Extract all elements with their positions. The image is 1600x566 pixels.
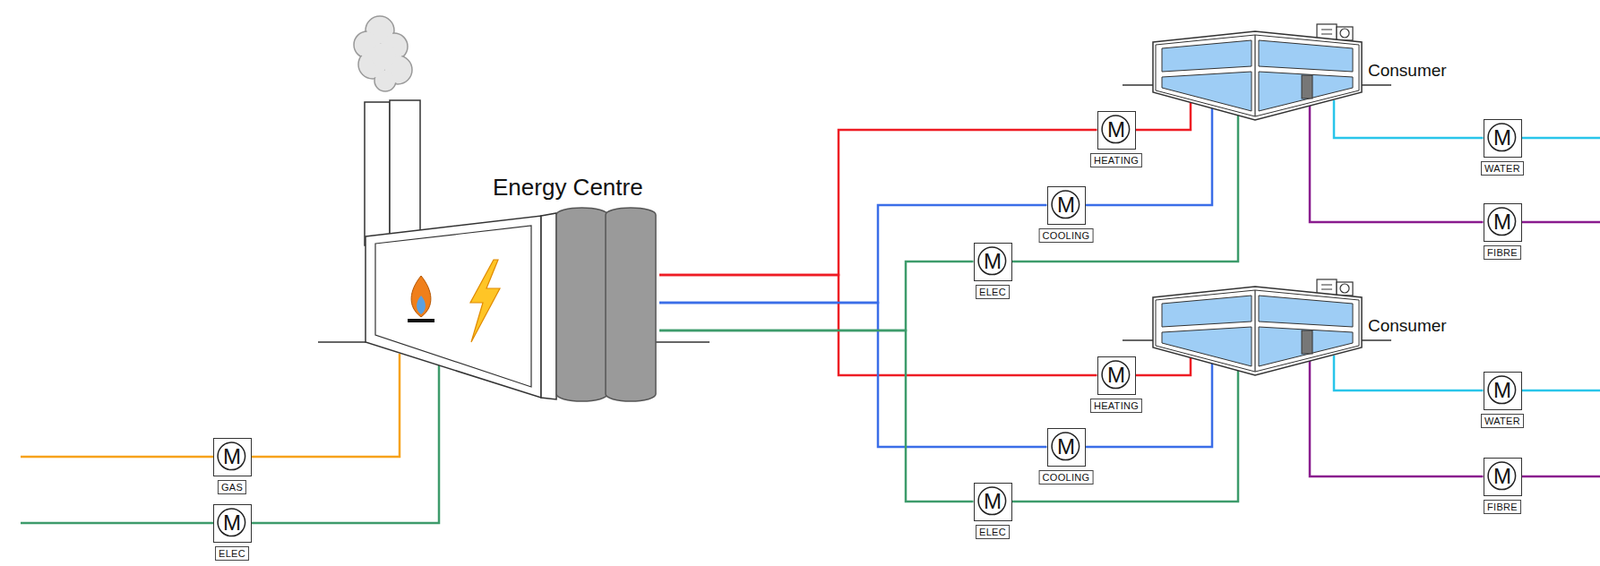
meter: MELEC — [973, 242, 1013, 282]
meter-symbol: M — [1098, 357, 1136, 395]
meter-label: ELEC — [975, 524, 1010, 540]
meter: MELEC — [213, 504, 252, 543]
meter: MFIBRE — [1483, 203, 1523, 242]
smoke-cloud — [353, 16, 413, 92]
meter: MWATER — [1483, 119, 1523, 158]
meter-symbol: M — [974, 243, 1012, 281]
meter-label: FIBRE — [1483, 499, 1522, 515]
utility-pipe — [1309, 100, 1484, 223]
consumer-building — [1122, 24, 1392, 121]
consumer: Consumer — [1152, 26, 1458, 101]
meter-label: WATER — [1480, 161, 1524, 176]
supply-cables — [20, 137, 1600, 524]
utility-pipe — [1012, 355, 1239, 502]
meter-label: WATER — [1480, 413, 1524, 429]
utility-pipe — [251, 353, 401, 457]
meter-symbol: M — [974, 483, 1012, 521]
plant-title: Energy Centre — [490, 173, 646, 201]
meter: MWATER — [1483, 371, 1523, 411]
utility-pipe — [1135, 100, 1192, 130]
lightning-icon — [470, 259, 500, 343]
meter-label: HEATING — [1090, 398, 1143, 413]
utility-pipe — [1085, 100, 1213, 206]
utility-pipe — [1135, 355, 1192, 376]
meter-symbol: M — [1484, 204, 1522, 241]
meter-label: ELEC — [215, 546, 250, 561]
meter-symbol: M — [1484, 458, 1522, 496]
meter: MCOOLING — [1047, 186, 1086, 225]
energy-centre: Energy Centre — [358, 170, 660, 354]
meter-symbol: M — [1484, 120, 1522, 157]
meter: MELEC — [973, 482, 1013, 522]
utility-pipe — [659, 330, 974, 502]
meter-label: GAS — [217, 480, 247, 495]
utility-pipe — [659, 261, 974, 331]
consumer-label: Consumer — [1366, 316, 1449, 336]
meter: MHEATING — [1097, 111, 1136, 150]
utility-pipe — [659, 302, 1048, 448]
utility-pipe — [251, 353, 440, 524]
meter: MFIBRE — [1483, 457, 1523, 497]
meter-label: FIBRE — [1483, 245, 1522, 260]
consumer-label: Consumer — [1366, 60, 1449, 81]
utility-pipe — [1309, 355, 1484, 477]
meter-symbol: M — [1098, 111, 1136, 149]
meter: MCOOLING — [1047, 428, 1086, 467]
meter-label: HEATING — [1090, 153, 1143, 168]
utility-pipe — [1333, 100, 1484, 138]
energy-centre-building — [318, 100, 710, 402]
flame-icon — [407, 275, 435, 323]
consumer-building — [1122, 279, 1392, 376]
consumer: Consumer — [1152, 282, 1458, 356]
meter-label: COOLING — [1039, 228, 1094, 243]
meter-label: ELEC — [975, 284, 1010, 300]
meter: MGAS — [213, 438, 252, 477]
utility-pipe — [1085, 355, 1213, 448]
meter-symbol: M — [214, 505, 251, 542]
meter-symbol: M — [1484, 372, 1522, 410]
meter-symbol: M — [1048, 429, 1085, 466]
meter-label: COOLING — [1039, 470, 1094, 485]
utility-pipe — [1333, 355, 1484, 391]
utility-pipe — [659, 205, 1048, 303]
utility-pipe — [1012, 100, 1239, 262]
meter: MHEATING — [1097, 356, 1136, 396]
meter-symbol: M — [1048, 187, 1085, 224]
meter-symbol: M — [214, 438, 251, 476]
